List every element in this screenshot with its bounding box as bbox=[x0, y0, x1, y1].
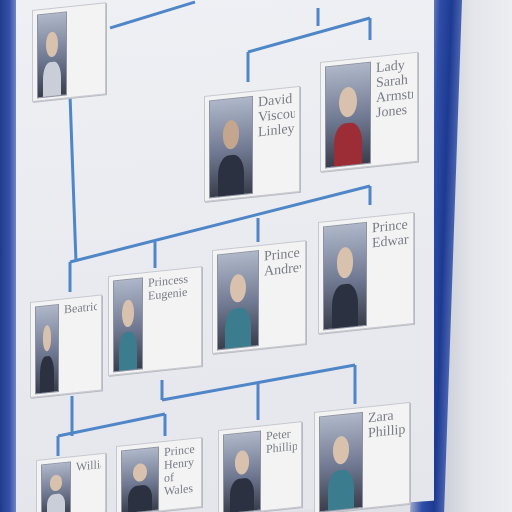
portrait-photo bbox=[113, 277, 143, 373]
person-card-zara: Zara Phillips bbox=[314, 401, 410, 512]
person-name bbox=[72, 8, 101, 93]
portrait-photo bbox=[35, 303, 59, 395]
person-name: Princess Eugenie bbox=[148, 271, 188, 303]
person-card-peter: Peter Phillips bbox=[218, 421, 302, 512]
connector bbox=[57, 412, 166, 438]
portrait-photo bbox=[209, 95, 253, 199]
person-card-sarah: Lady Sarah Armstrong- Jones bbox=[320, 51, 418, 172]
portrait-photo bbox=[323, 221, 367, 331]
person-card-edward: Prince Edward bbox=[318, 211, 414, 334]
person-name: Peter Phillips bbox=[266, 426, 297, 456]
person-name: Lady Sarah Armstrong- Jones bbox=[376, 58, 413, 122]
portrait-photo bbox=[217, 250, 259, 351]
person-name: David Viscount Linley bbox=[258, 91, 295, 141]
person-card-andrew: Prince Andrew bbox=[212, 240, 306, 354]
person-name: William bbox=[76, 458, 101, 474]
connector bbox=[69, 184, 371, 264]
connector bbox=[68, 94, 78, 263]
portrait-photo bbox=[121, 446, 159, 512]
person-name: Zara Phillips bbox=[368, 408, 405, 442]
person-name: Prince Andrew bbox=[264, 245, 301, 280]
portrait-photo bbox=[319, 411, 363, 512]
portrait-photo bbox=[325, 61, 371, 169]
portrait-photo bbox=[223, 430, 261, 512]
person-card-eugenie: Princess Eugenie bbox=[108, 266, 202, 376]
person-card-top-left bbox=[32, 2, 106, 102]
connector bbox=[109, 0, 196, 30]
connector bbox=[247, 16, 371, 54]
frame-left-edge bbox=[0, 0, 16, 512]
person-card-william: William bbox=[36, 452, 106, 512]
person-card-harry: Prince Henry of Wales bbox=[116, 436, 202, 512]
person-card-david: David Viscount Linley bbox=[204, 85, 300, 202]
person-name: Prince Edward bbox=[372, 217, 409, 252]
person-name: Beatrice bbox=[64, 299, 97, 317]
portrait-photo bbox=[41, 461, 71, 512]
person-name: Prince Henry of Wales bbox=[164, 442, 195, 498]
portrait-photo bbox=[37, 11, 67, 99]
person-card-beatrice: Beatrice bbox=[30, 294, 102, 398]
